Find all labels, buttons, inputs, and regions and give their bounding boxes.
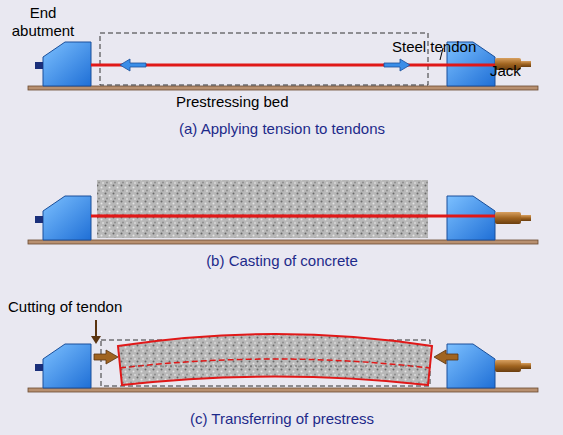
part-label: Cutting of tendon [8,298,122,316]
panel-caption: (a) Applying tension to tendons [179,120,385,138]
panel-caption: (c) Transferring of prestress [190,410,374,428]
part-label: Prestressing bed [176,93,289,111]
part-label: Jack [490,62,521,80]
part-label: Steel tendon [392,38,476,56]
part-label: End abutment [3,4,83,40]
panel-caption: (b) Casting of concrete [206,252,358,270]
